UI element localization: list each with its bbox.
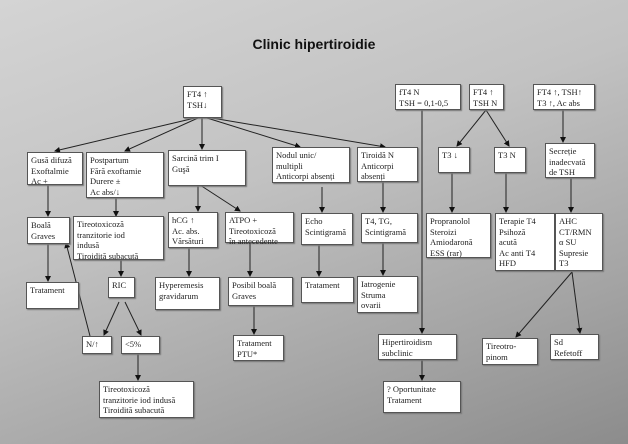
node-hipertiroidism-subclinic: Hipertiroidism subclinic bbox=[378, 334, 457, 360]
node-n-up: N/↑ bbox=[82, 336, 112, 354]
node-terapie-t4: Terapie T4 Psihoză acută Ac anti T4 HFD bbox=[495, 213, 555, 271]
node-ft4-tsh-n: FT4 ↑ TSH N bbox=[469, 84, 504, 110]
node-tratament-graves: Tratament bbox=[26, 282, 79, 309]
node-t4-tg: T4, TG, Scintigramă bbox=[361, 213, 418, 243]
node-tratament-ptu: Tratament PTU* bbox=[233, 335, 284, 361]
node-t3-down: T3 ↓ bbox=[438, 147, 470, 173]
node-ft4-tsh-up: FT4 ↑, TSH↑ T3 ↑, Ac abs bbox=[533, 84, 595, 110]
node-oportunitate: ? Oportunitate Tratament bbox=[383, 381, 461, 413]
node-atpo: ATPO + Tireotoxicoză în antecedente bbox=[225, 212, 294, 246]
node-hyperemesis: Hyperemesis gravidarum bbox=[155, 277, 220, 310]
node-sarcina: Sarcină trim I Guşă bbox=[168, 150, 246, 186]
node-refetoff: Sd Refetoff bbox=[550, 334, 599, 360]
node-propranolol: Propranolol Steroizi Amiodaronă ESS (rar… bbox=[426, 213, 491, 258]
node-secretie: Secreție inadecvată de TSH bbox=[545, 143, 595, 178]
node-tireotropinom: Tireotro- pinom bbox=[482, 338, 538, 365]
node-hcg: hCG ↑ Ac. abs. Vărsături bbox=[168, 212, 218, 248]
node-postpartum: Postpartum Fără exoftamie Durere ± Ac ab… bbox=[86, 152, 164, 198]
diagram-title: Clinic hipertiroidie bbox=[252, 36, 376, 52]
node-ft4n: fT4 N TSH = 0,1-0,5 bbox=[395, 84, 461, 110]
node-echo: Echo Scintigramă bbox=[301, 213, 353, 245]
node-posibil-boala: Posibil boală Graves bbox=[228, 277, 293, 306]
node-tireotoxicoza-iod: Tireotoxicoză tranzitorie iod indusă Tir… bbox=[73, 216, 164, 261]
node-tiroida-n: Tiroidă N Anticorpi absenți bbox=[357, 147, 418, 182]
node-iatrogenie: Iatrogenie Struma ovarii bbox=[357, 276, 418, 313]
node-gusa-difuza: Gusă difuză Exoftalmie Ac + bbox=[27, 152, 83, 186]
node-tratament-echo: Tratament bbox=[301, 277, 354, 303]
node-nodul: Nodul unic/ multipli Anticorpi absenți bbox=[272, 147, 350, 183]
node-ahc: AHC CT/RMN α SU Supresie T3 bbox=[555, 213, 603, 271]
node-ft4-up-tsh-down: FT4 ↑ TSH↓ bbox=[183, 86, 222, 118]
node-t3-n: T3 N bbox=[494, 147, 526, 173]
node-lt5: <5% bbox=[121, 336, 160, 354]
node-ric: RIC bbox=[108, 277, 135, 298]
node-boala-graves: Boală Graves bbox=[27, 217, 70, 244]
node-tireotoxicoza-bottom: Tireotoxicoză tranzitorie iod indusă Tir… bbox=[99, 381, 194, 418]
